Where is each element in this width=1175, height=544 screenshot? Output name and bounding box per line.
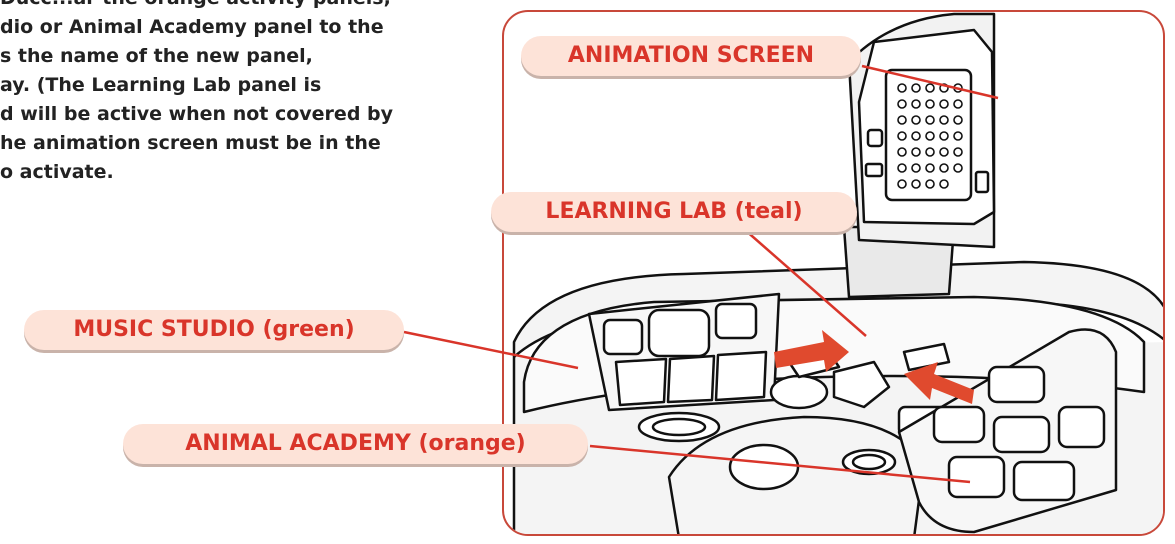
callout-music-studio: MUSIC STUDIO (green) bbox=[24, 310, 404, 350]
callout-learning-lab: LEARNING LAB (teal) bbox=[491, 192, 857, 232]
callout-animal-academy: ANIMAL ACADEMY (orange) bbox=[123, 424, 588, 464]
callout-animation-screen: ANIMATION SCREEN bbox=[521, 36, 861, 76]
